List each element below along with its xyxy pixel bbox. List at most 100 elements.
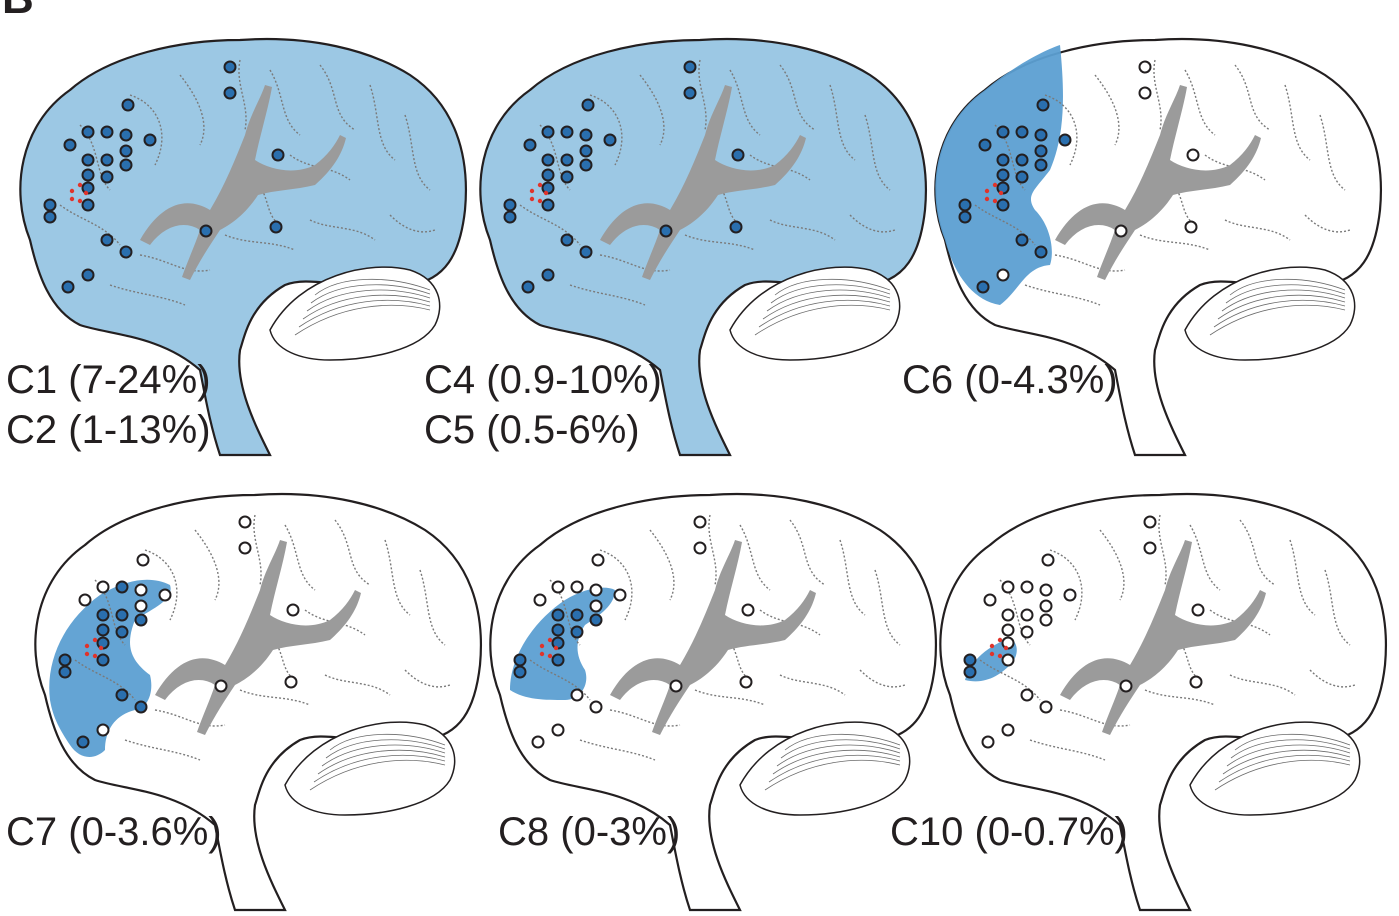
activation-region	[965, 638, 1017, 682]
stimulation-site-dot	[84, 643, 90, 649]
stimulation-site-dot	[84, 651, 90, 657]
electrode-inactive	[1020, 580, 1034, 594]
electrode-inactive	[589, 583, 603, 597]
electrode-active	[659, 224, 673, 238]
electrode-inactive	[1001, 623, 1015, 637]
cerebellum-fold	[772, 749, 901, 775]
electrode-active	[1034, 245, 1048, 259]
electrode-inactive	[214, 679, 228, 693]
electrode-inactive	[570, 580, 584, 594]
electrode-active	[269, 220, 283, 234]
cerebellum-fold	[1225, 284, 1346, 304]
electrode-inactive	[158, 588, 172, 602]
stimulation-site-dot	[1003, 645, 1009, 651]
electrode-active	[1015, 153, 1029, 167]
electrode-active	[683, 60, 697, 74]
cerebellum-fold	[784, 733, 901, 751]
cerebellum-fold	[1229, 278, 1346, 296]
stimulation-site-dot	[984, 188, 990, 194]
stimulation-site-dot	[547, 637, 553, 643]
cerebellum-fold	[306, 289, 431, 312]
electrode-active	[63, 138, 77, 152]
electrode-inactive	[983, 593, 997, 607]
electrode-active	[115, 625, 129, 639]
cerebellum-fold	[310, 284, 431, 304]
electrode-inactive	[1020, 625, 1034, 639]
electrode-active	[100, 170, 114, 184]
brain-panel-c4-c5	[479, 37, 928, 457]
stimulation-site-dot	[998, 190, 1004, 196]
electrode-inactive	[981, 735, 995, 749]
cerebellum-fold	[776, 744, 901, 767]
stimulation-site-dot	[69, 188, 75, 194]
brain-panel-c1-c2	[19, 37, 468, 457]
cerebellum-fold	[314, 278, 431, 296]
electrode-inactive	[96, 580, 110, 594]
stimulation-site-dot	[529, 196, 535, 202]
cerebellum-fold	[298, 299, 431, 328]
electrode-active	[996, 125, 1010, 139]
electrode-inactive	[238, 541, 252, 555]
electrode-active	[81, 268, 95, 282]
electrode-active	[523, 138, 537, 152]
electrode-active	[61, 280, 75, 294]
electrode-active	[996, 198, 1010, 212]
electrode-active	[223, 86, 237, 100]
electrode-active	[570, 608, 584, 622]
electrode-inactive	[551, 723, 565, 737]
panel-label-c6: C6 (0-4.3%)	[902, 358, 1118, 402]
electrode-inactive	[693, 515, 707, 529]
electrode-active	[76, 735, 90, 749]
cerebellum-fold	[1234, 733, 1351, 751]
electrode-inactive	[96, 723, 110, 737]
brain-panel-c6	[934, 37, 1383, 457]
electrode-active	[58, 665, 72, 679]
electrode-active	[560, 233, 574, 247]
electrode-active	[560, 170, 574, 184]
electrode-active	[1015, 233, 1029, 247]
electrode-active	[541, 268, 555, 282]
electrode-active	[958, 210, 972, 224]
brain-panel-c10	[939, 492, 1388, 912]
electrode-inactive	[284, 675, 298, 689]
electrode-inactive	[1143, 541, 1157, 555]
cerebellum-fold	[302, 294, 431, 320]
electrode-active	[541, 153, 555, 167]
cerebellum-fold	[317, 749, 446, 775]
cerebellum-fold	[770, 284, 891, 304]
electrode-inactive	[1001, 580, 1015, 594]
stimulation-site-dot	[992, 198, 998, 204]
electrode-active	[1015, 170, 1029, 184]
electrode-active	[731, 148, 745, 162]
electrode-inactive	[1001, 608, 1015, 622]
electrode-inactive	[996, 268, 1010, 282]
cerebellum-fold	[294, 304, 431, 336]
cerebellum-fold	[764, 759, 901, 791]
cerebellum-fold	[766, 289, 891, 312]
cerebellum-fold	[1213, 299, 1346, 328]
cerebellum-fold	[1214, 759, 1351, 791]
electrode-active	[1034, 144, 1048, 158]
electrode-inactive	[1063, 588, 1077, 602]
electrode-active	[115, 608, 129, 622]
electrode-active	[570, 625, 584, 639]
electrode-active	[579, 128, 593, 142]
stimulation-site-dot	[77, 182, 83, 188]
electrode-inactive	[531, 735, 545, 749]
electrode-inactive	[1039, 613, 1053, 627]
electrode-active	[560, 153, 574, 167]
electrode-active	[683, 86, 697, 100]
stimulation-site-dot	[537, 182, 543, 188]
electrode-active	[134, 700, 148, 714]
electrode-active	[579, 158, 593, 172]
panel-label-c2: C2 (1-13%)	[6, 408, 211, 452]
stimulation-site-dot	[547, 653, 553, 659]
electrode-active	[976, 280, 990, 294]
electrode-active	[729, 220, 743, 234]
electrode-inactive	[570, 688, 584, 702]
electrode-inactive	[1138, 60, 1152, 74]
stimulation-site-dot	[984, 196, 990, 202]
electrode-active	[579, 245, 593, 259]
electrode-active	[81, 168, 95, 182]
